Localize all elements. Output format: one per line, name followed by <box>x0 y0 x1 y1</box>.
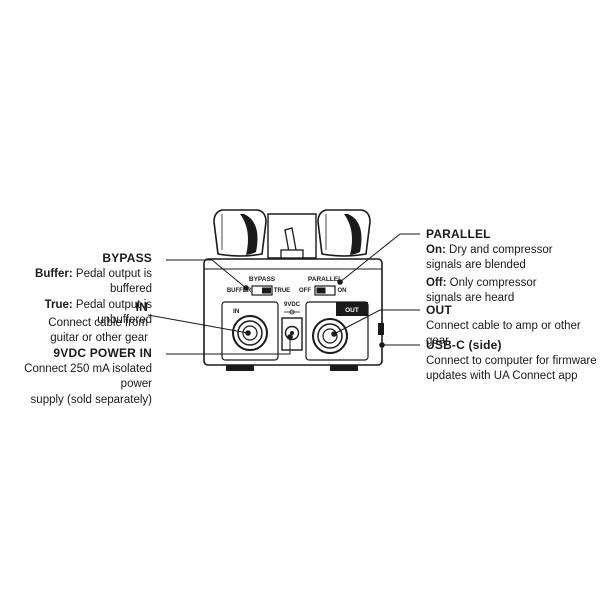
usb-c-port <box>378 323 384 335</box>
power-line1: Connect 250 mA isolated power <box>24 362 152 391</box>
in-title: IN <box>135 300 148 314</box>
parallel-off-line2: signals are heard <box>426 292 515 304</box>
in-line1: Connect cable from <box>48 316 148 329</box>
parallel-off-line: Off: Only compressor <box>426 276 537 289</box>
on-panel-label: ON <box>338 288 347 294</box>
power-title: 9VDC POWER IN <box>53 346 152 360</box>
out-line1: Connect cable to amp or other gear <box>426 319 581 348</box>
parallel-panel-label: PARALLEL <box>308 276 342 283</box>
power-line2: supply (sold separately) <box>30 393 152 406</box>
polarity-icon <box>284 309 300 315</box>
bypass-panel-label: BYPASS <box>249 276 276 283</box>
out-title: OUT <box>426 303 452 317</box>
bypass-callout: BYPASS Buffer: Pedal output is buffered … <box>0 251 152 329</box>
out-panel-label: OUT <box>345 307 359 314</box>
usbc-callout: USB-C (side) Connect to computer for fir… <box>426 338 597 385</box>
knob-right <box>317 209 371 257</box>
bypass-true-line: True: Pedal output is unbuffered <box>44 298 152 327</box>
bypass-buffer-line: Buffer: Pedal output is buffered <box>35 267 152 296</box>
usbc-line1: Connect to computer for firmware <box>426 354 597 367</box>
in-panel-label: IN <box>233 308 240 315</box>
power-panel-label: 9VDC <box>284 302 301 308</box>
parallel-on-line2: signals are blended <box>426 259 526 271</box>
usbc-line2: updates with UA Connect app <box>426 370 578 382</box>
true-panel-label: TRUE <box>274 288 290 294</box>
parallel-callout: PARALLEL On: Dry and compressor signals … <box>426 227 553 307</box>
in-line2: guitar or other gear <box>50 332 148 344</box>
out-jack <box>312 318 348 354</box>
knob-left <box>213 209 267 257</box>
bypass-title: BYPASS <box>102 251 152 265</box>
power-callout: 9VDC POWER IN Connect 250 mA isolated po… <box>0 346 152 408</box>
buffer-panel-label: BUFFER <box>227 288 252 294</box>
leader-lines <box>147 233 420 355</box>
bypass-toggle <box>280 227 304 259</box>
parallel-on-line: On: Dry and compressor <box>426 243 553 256</box>
off-panel-label: OFF <box>299 288 311 294</box>
out-callout: OUT Connect cable to amp or other gear <box>426 303 600 350</box>
in-callout: IN Connect cable from guitar or other ge… <box>48 300 148 347</box>
power-jack <box>281 317 303 351</box>
usbc-title: USB-C (side) <box>426 338 502 352</box>
parallel-title: PARALLEL <box>426 227 491 241</box>
